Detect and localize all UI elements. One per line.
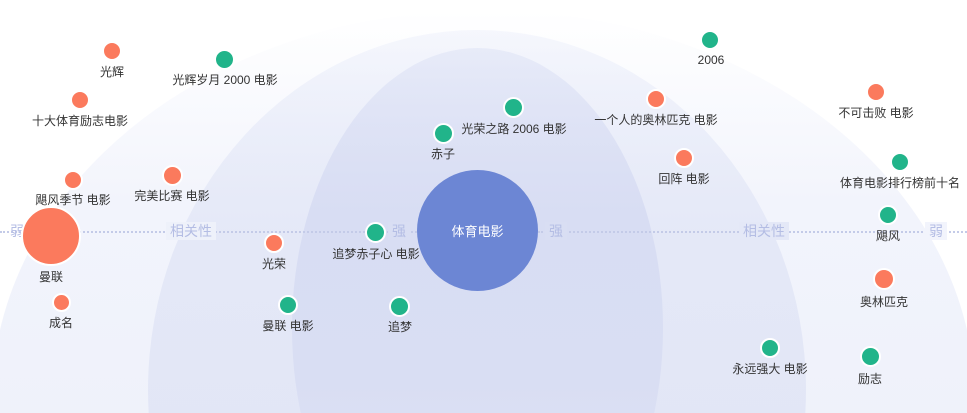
axis-label-weak-left: 弱: [10, 223, 24, 239]
node-dot[interactable]: [278, 295, 298, 315]
axis-label-strong-left: 强: [388, 222, 410, 240]
node-label: 成名: [48, 316, 74, 330]
node-dot[interactable]: [21, 206, 81, 266]
node-label: 飓风季节 电影: [35, 193, 111, 207]
center-topic-label: 体育电影: [451, 224, 504, 239]
node-dot[interactable]: [503, 97, 524, 118]
node-label: 励志: [857, 372, 883, 386]
node-label: 完美比赛 电影: [134, 189, 210, 203]
node-label: 回阵 电影: [658, 172, 710, 186]
node-label: 光荣之路 2006 电影: [461, 122, 567, 136]
node-dot[interactable]: [866, 82, 886, 102]
node-dot[interactable]: [214, 49, 235, 70]
node-label: 曼联: [38, 270, 64, 284]
node-label: 光荣: [261, 257, 287, 271]
node-dot[interactable]: [102, 41, 122, 61]
node-dot[interactable]: [70, 90, 90, 110]
node-dot[interactable]: [890, 152, 910, 172]
node-label: 飓风: [875, 229, 901, 243]
node-label: 十大体育励志电影: [31, 114, 129, 128]
node-label: 2006: [697, 53, 725, 67]
node-dot[interactable]: [760, 338, 780, 358]
node-label: 体育电影排行榜前十名: [839, 176, 961, 190]
node-label: 追梦: [387, 320, 413, 334]
node-label: 不可击败 电影: [838, 106, 914, 120]
node-dot[interactable]: [860, 346, 881, 367]
node-dot[interactable]: [700, 30, 720, 50]
node-dot[interactable]: [674, 148, 694, 168]
node-dot[interactable]: [162, 165, 183, 186]
node-label: 光辉岁月 2000 电影: [172, 73, 278, 87]
axis-label-weak-right: 弱: [925, 222, 947, 240]
node-dot[interactable]: [63, 170, 83, 190]
node-label: 曼联 电影: [262, 319, 314, 333]
node-dot[interactable]: [433, 123, 454, 144]
axis-label-strong-right: 强: [545, 222, 567, 240]
axis-label-relevance-right: 相关性: [739, 222, 789, 240]
node-dot[interactable]: [873, 268, 895, 290]
node-label: 一个人的奥林匹克 电影: [594, 113, 718, 127]
node-label: 追梦赤子心 电影: [332, 247, 420, 261]
node-dot[interactable]: [264, 233, 284, 253]
node-label: 奥林匹克: [859, 295, 909, 309]
node-dot[interactable]: [646, 89, 666, 109]
node-dot[interactable]: [52, 293, 71, 312]
center-topic-node[interactable]: 体育电影: [417, 170, 538, 291]
node-label: 赤子: [430, 147, 456, 161]
node-dot[interactable]: [389, 296, 410, 317]
axis-label-relevance-left: 相关性: [166, 222, 216, 240]
node-dot[interactable]: [878, 205, 898, 225]
node-label: 光辉: [99, 65, 125, 79]
node-dot[interactable]: [365, 222, 386, 243]
node-label: 永远强大 电影: [732, 362, 808, 376]
